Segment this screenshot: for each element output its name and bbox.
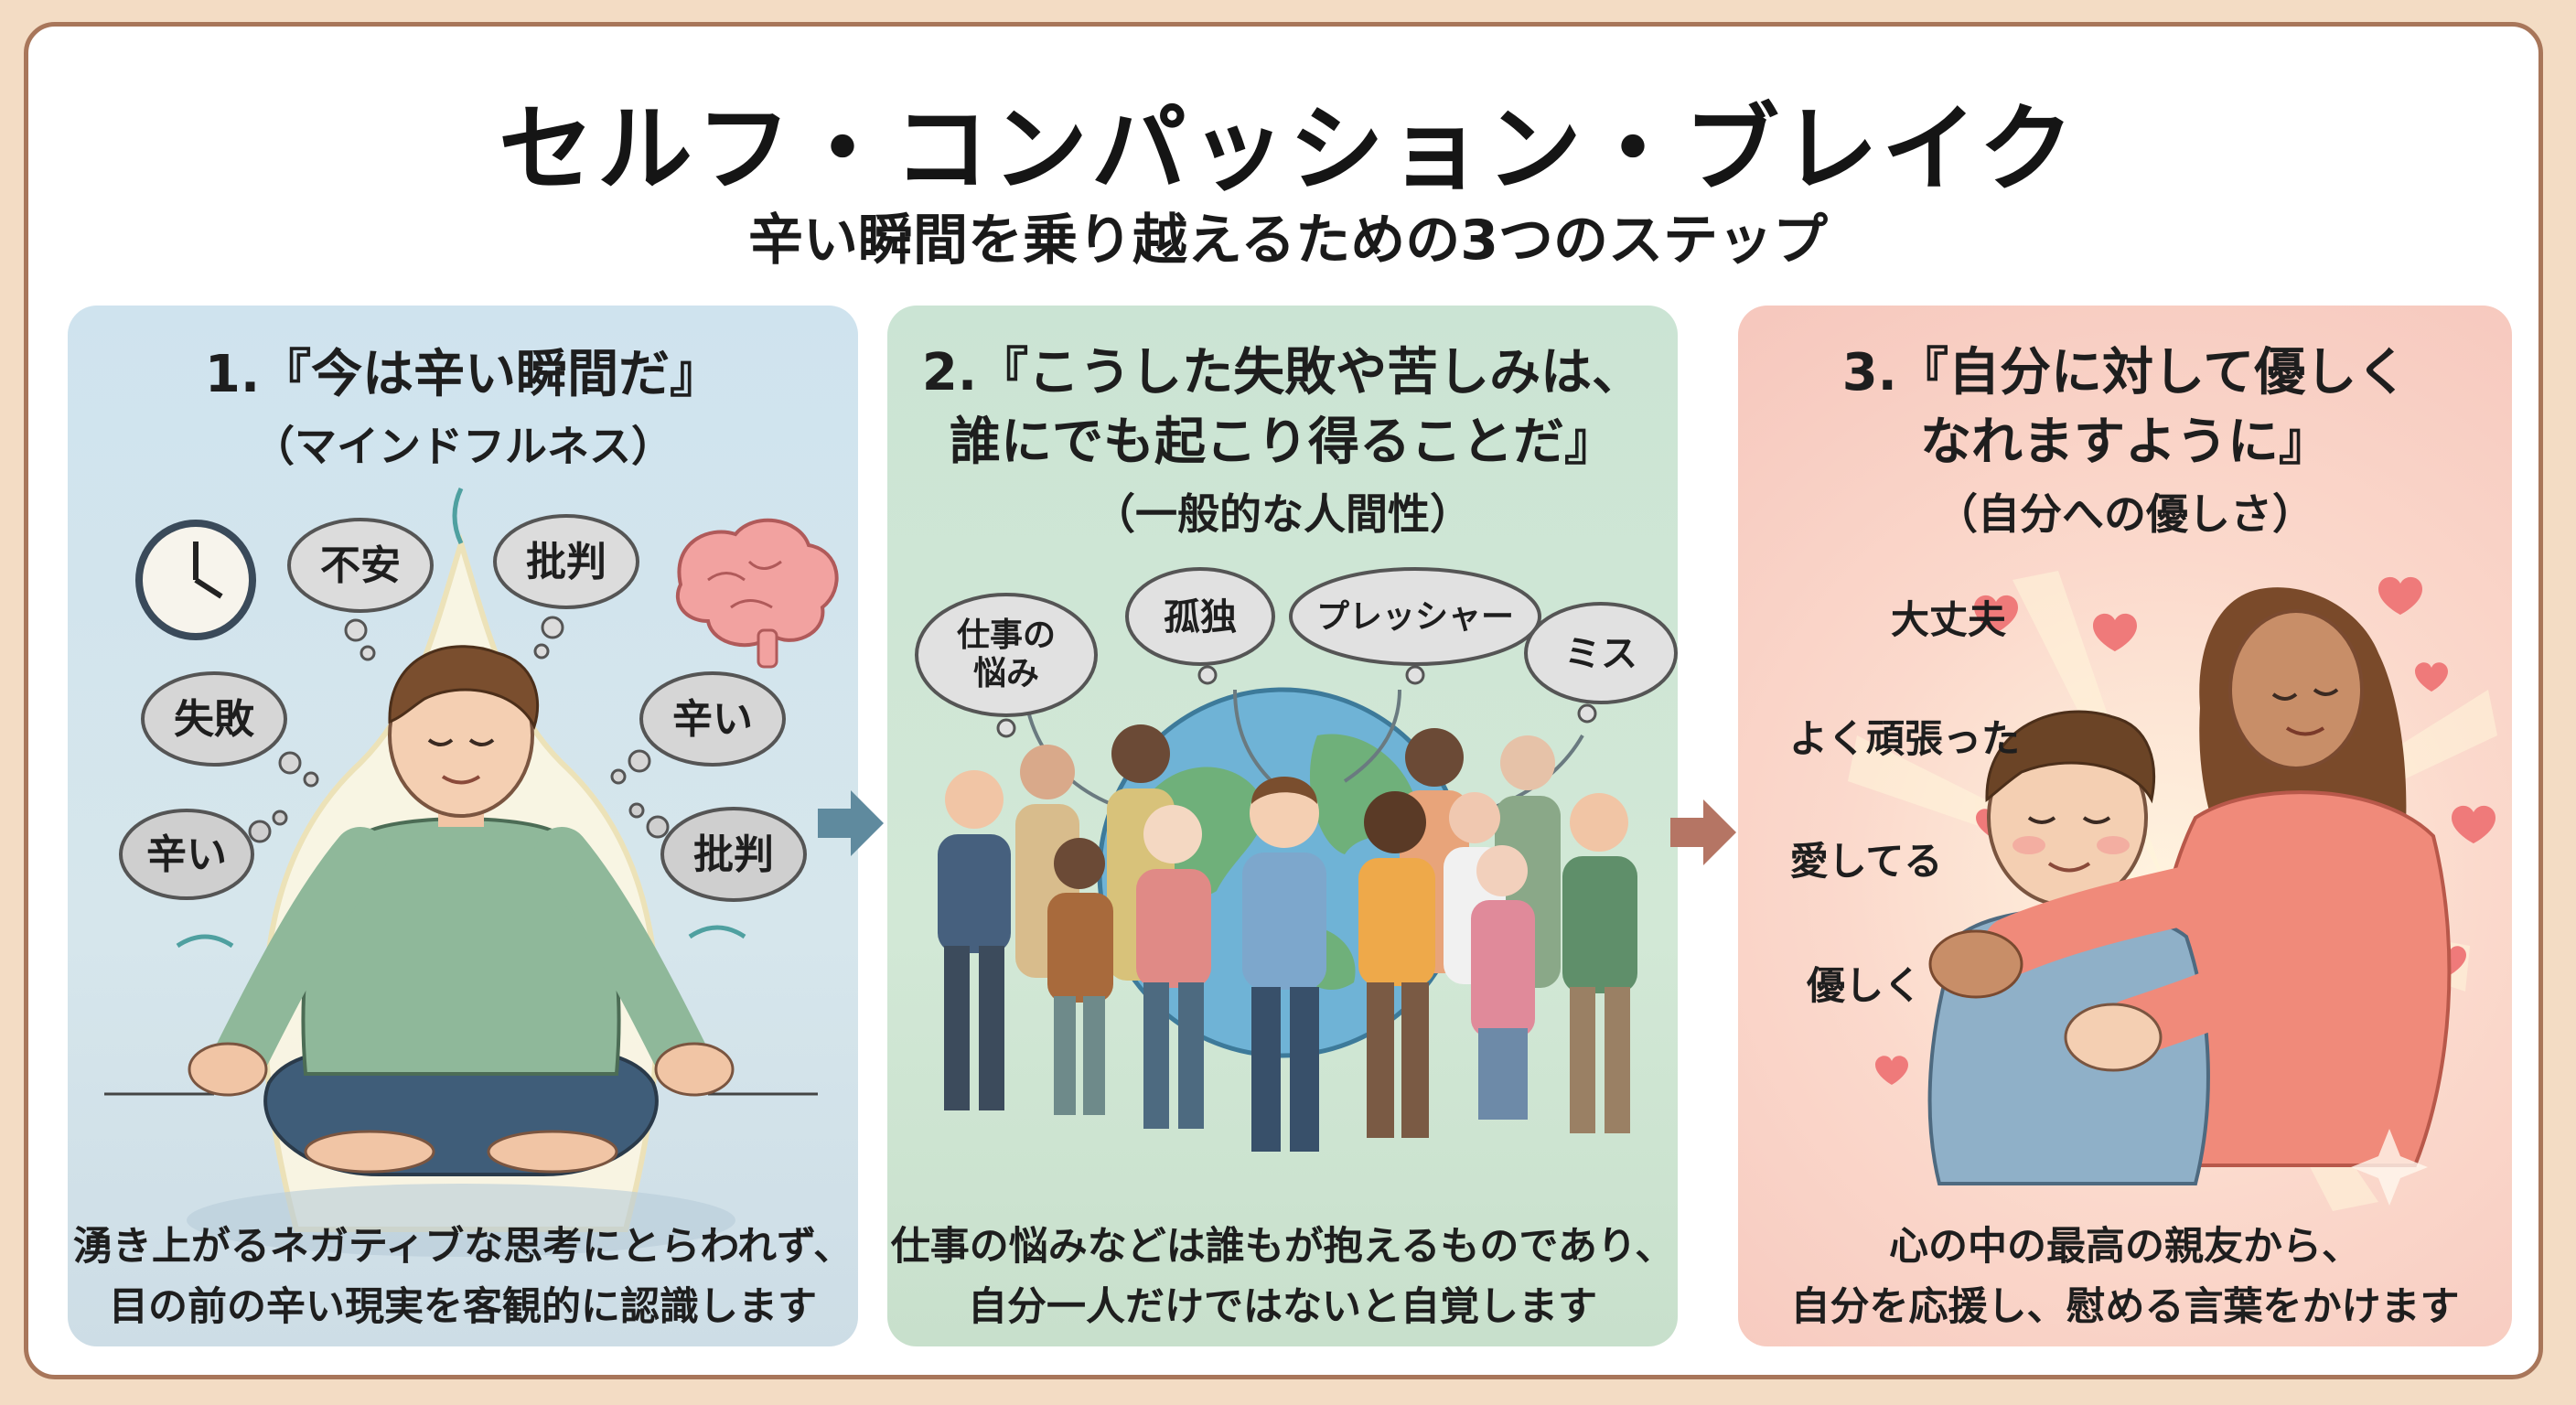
heart-icon-5 (2452, 805, 2496, 843)
step-1-subtitle: （マインドフルネス） (252, 422, 673, 471)
cloud-label-mistake: ミス (1564, 633, 1637, 675)
cloud-mistake: ミス (1524, 602, 1678, 724)
step-3-panel: 3.『自分に対して優しく なれますように』 （自分への優しさ） (1738, 306, 2512, 1346)
step-2-subtitle: （一般的な人間性） (1093, 489, 1472, 539)
step-2-desc-line-2: 自分一人だけではないと自覚します (968, 1284, 1597, 1330)
page-title: セルフ・コンパッション・ブレイク (499, 93, 2077, 205)
step-1-desc-line-2: 目の前の辛い現実を客観的に認識します (109, 1284, 817, 1330)
step-3-desc-line-1: 心の中の最高の親友から、 (1889, 1224, 2361, 1270)
crowd-illustration (938, 724, 1637, 1152)
heart-icon-4 (2415, 662, 2448, 692)
heart-icon-2 (1974, 595, 2018, 633)
arrow-right-icon-1 (818, 790, 884, 856)
cloud-pressure: プレッシャー (1289, 567, 1541, 685)
thought-label-4: 辛い (146, 831, 227, 878)
thought-label-3: 失敗 (174, 696, 255, 743)
step-3-illustration: 大丈夫 よく頑張った 愛してる 優しく (1789, 571, 2497, 1211)
cloud-label-work-1: 仕事の (957, 617, 1056, 654)
step-2-title-line-1: 2.『こうした失敗や苦しみは、 (921, 343, 1644, 402)
kind-phrase-1: 大丈夫 (1891, 597, 2007, 642)
step-1-illustration: 不安 批判 失敗 辛い 辛い (104, 487, 839, 1257)
thought-cloud-1: 不安 (287, 518, 434, 661)
clock-icon (135, 520, 256, 640)
step-1-panel: 1.『今は辛い瞬間だ』 （マインドフルネス） (68, 306, 858, 1346)
page-subtitle: 辛い瞬間を乗り越えるための3つのステップ (748, 209, 1828, 273)
thought-label-6: 批判 (693, 831, 774, 878)
step-2-title-line-2: 誰にでも起こり得ることだ』 (950, 413, 1615, 472)
step-3-subtitle: （自分への優しさ） (1936, 489, 2314, 539)
step-3-description: 心の中の最高の親友から、 自分を応援し、慰める言葉をかけます (1738, 1217, 2512, 1337)
step-1-title: 1.『今は辛い瞬間だ』 (204, 345, 722, 404)
arrow-right-icon-2 (1670, 799, 1736, 865)
kind-phrase-3: 愛してる (1790, 839, 1943, 884)
thought-label-1: 不安 (320, 542, 401, 589)
step-3-title-line-2: なれますように』 (1920, 413, 2330, 472)
cloud-label-loneliness: 孤独 (1164, 596, 1237, 638)
cloud-loneliness: 孤独 (1125, 567, 1275, 685)
cloud-label-work-2: 悩み (973, 655, 1039, 692)
brain-icon (675, 518, 839, 669)
step-3-desc-line-2: 自分を応援し、慰める言葉をかけます (1790, 1284, 2460, 1330)
step-1-desc-line-1: 湧き上がるネガティブな思考にとらわれず、 (72, 1224, 853, 1270)
heart-icon (2093, 613, 2137, 651)
cloud-work-worries: 仕事の 悩み (915, 593, 1098, 738)
thought-label-5: 辛い (672, 696, 753, 743)
step-2-panel: 2.『こうした失敗や苦しみは、 誰にでも起こり得ることだ』 （一般的な人間性） … (887, 306, 1678, 1346)
thought-cloud-4: 辛い (119, 809, 288, 900)
thought-cloud-2: 批判 (493, 514, 639, 660)
thought-label-2: 批判 (526, 539, 606, 585)
step-1-description: 湧き上がるネガティブな思考にとらわれず、 目の前の辛い現実を客観的に認識します (68, 1217, 858, 1337)
thought-cloud-3: 失敗 (141, 671, 319, 788)
kind-phrase-4: 優しく (1806, 963, 1922, 1008)
thought-cloud-5: 辛い (610, 671, 786, 785)
step-3-title-line-1: 3.『自分に対して優しく (1841, 343, 2409, 402)
step-2-description: 仕事の悩みなどは誰もが抱えるものであり、 自分一人だけではないと自覚します (887, 1217, 1678, 1337)
heart-icon-3 (2378, 576, 2422, 615)
thought-cloud-6: 批判 (628, 802, 807, 902)
kind-phrase-2: よく頑張った (1789, 716, 2020, 761)
heart-icon-8 (1875, 1056, 1908, 1085)
cloud-label-pressure: プレッシャー (1316, 598, 1514, 636)
step-2-illustration: 仕事の 悩み 孤独 プレッシャー ミス (915, 567, 1678, 1152)
step-2-desc-line-1: 仕事の悩みなどは誰もが抱えるものであり、 (890, 1224, 1675, 1270)
